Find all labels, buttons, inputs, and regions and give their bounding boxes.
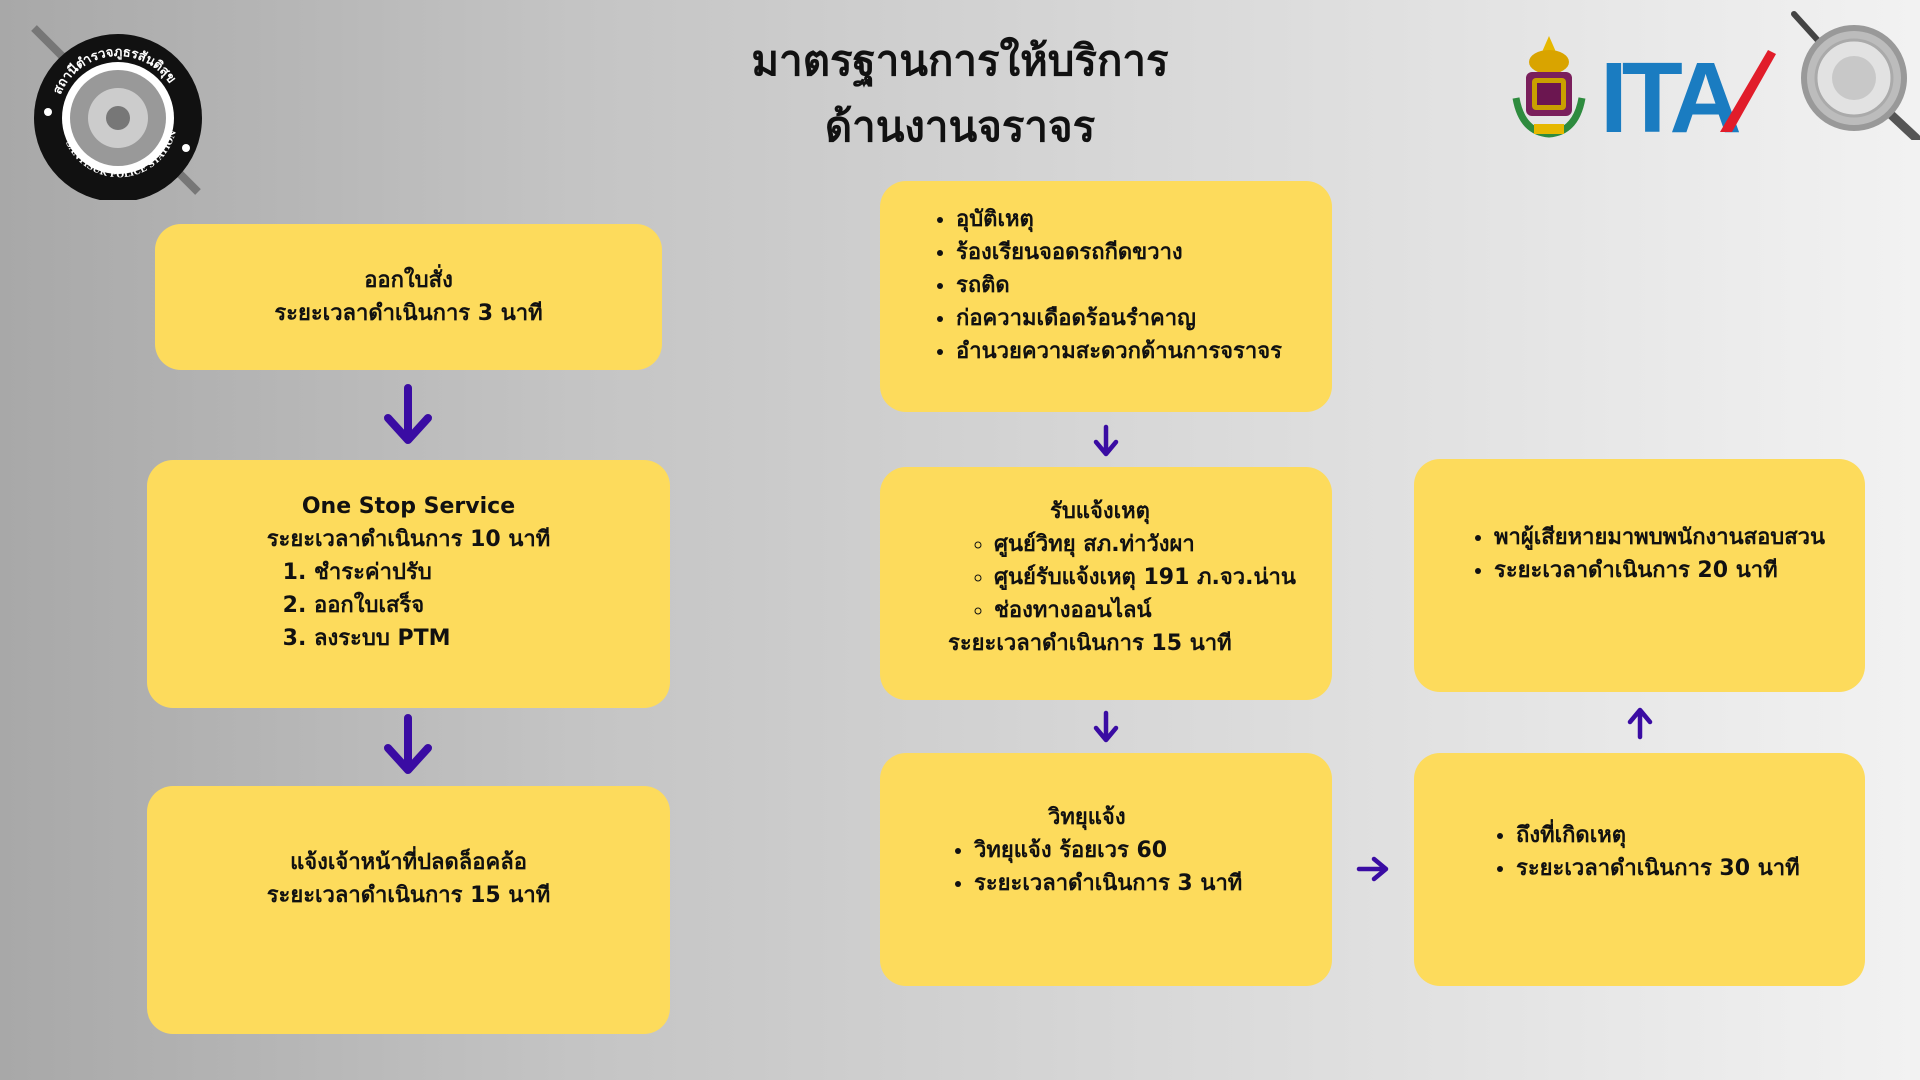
receive-report-box: รับแจ้งเหตุ ศูนย์วิทยุ สภ.ท่าวังผา ศูนย์… bbox=[880, 467, 1332, 700]
list-item: ระยะเวลาดำเนินการ 30 นาที bbox=[1516, 852, 1865, 885]
list-item: ออกใบเสร็จ bbox=[314, 589, 670, 622]
unlock-wheel-duration: ระยะเวลาดำเนินการ 15 นาที bbox=[266, 883, 551, 908]
list-item: ระยะเวลาดำเนินการ 20 นาที bbox=[1494, 554, 1865, 587]
issue-ticket-duration: ระยะเวลาดำเนินการ 3 นาที bbox=[274, 301, 543, 326]
one-stop-service-title: One Stop Service bbox=[301, 494, 516, 519]
police-station-seal-logo: สถานีตำรวจภูธรสันติสุข SANTISUK POLICE S… bbox=[26, 20, 206, 202]
down-arrow-icon bbox=[382, 714, 434, 782]
list-item: ชำระค่าปรับ bbox=[314, 556, 670, 589]
title-line-2: ด้านงานจราจร bbox=[824, 102, 1096, 151]
one-stop-service-box: One Stop Service ระยะเวลาดำเนินการ 10 นา… bbox=[147, 460, 670, 708]
report-channels-list: ศูนย์วิทยุ สภ.ท่าวังผา ศูนย์รับแจ้งเหตุ … bbox=[970, 528, 1332, 627]
issue-ticket-box: ออกใบสั่ง ระยะเวลาดำเนินการ 3 นาที bbox=[155, 224, 662, 370]
list-item: พาผู้เสียหายมาพบพนักงานสอบสวน bbox=[1494, 521, 1865, 554]
down-arrow-icon bbox=[1092, 424, 1120, 462]
list-item: ลงระบบ PTM bbox=[314, 622, 670, 655]
ita-logo: ITA bbox=[1600, 40, 1790, 154]
receive-report-duration: ระยะเวลาดำเนินการ 15 นาที bbox=[948, 631, 1232, 656]
list-item: ช่องทางออนไลน์ bbox=[994, 594, 1332, 627]
page-title: มาตรฐานการให้บริการ ด้านงานจราจร bbox=[600, 28, 1320, 160]
ita-logo-text: ITA bbox=[1600, 42, 1739, 140]
list-item: ถึงที่เกิดเหตุ bbox=[1516, 819, 1865, 852]
one-stop-service-duration: ระยะเวลาดำเนินการ 10 นาที bbox=[266, 527, 551, 552]
down-arrow-icon bbox=[1092, 710, 1120, 748]
right-arrow-icon bbox=[1356, 854, 1390, 888]
issue-ticket-label: ออกใบสั่ง bbox=[364, 268, 453, 293]
list-item: ศูนย์วิทยุ สภ.ท่าวังผา bbox=[994, 528, 1332, 561]
arrive-scene-box: ถึงที่เกิดเหตุ ระยะเวลาดำเนินการ 30 นาที bbox=[1414, 753, 1865, 986]
list-item: รถติด bbox=[956, 269, 1332, 302]
radio-notify-list: วิทยุแจ้ง ร้อยเวร 60 ระยะเวลาดำเนินการ 3… bbox=[950, 834, 1332, 900]
investigator-box: พาผู้เสียหายมาพบพนักงานสอบสวน ระยะเวลาดำ… bbox=[1414, 459, 1865, 692]
list-item: ศูนย์รับแจ้งเหตุ 191 ภ.จว.น่าน bbox=[994, 561, 1332, 594]
radio-notify-box: วิทยุแจ้ง วิทยุแจ้ง ร้อยเวร 60 ระยะเวลาด… bbox=[880, 753, 1332, 986]
list-item: อุบัติเหตุ bbox=[956, 203, 1332, 236]
one-stop-service-list: ชำระค่าปรับ ออกใบเสร็จ ลงระบบ PTM bbox=[274, 556, 670, 655]
list-item: ระยะเวลาดำเนินการ 3 นาที bbox=[974, 867, 1332, 900]
unlock-wheel-box: แจ้งเจ้าหน้าที่ปลดล็อคล้อ ระยะเวลาดำเนิน… bbox=[147, 786, 670, 1034]
title-line-1: มาตรฐานการให้บริการ bbox=[751, 36, 1169, 85]
list-item: วิทยุแจ้ง ร้อยเวร 60 bbox=[974, 834, 1332, 867]
down-arrow-icon bbox=[382, 384, 434, 452]
list-item: อำนวยความสะดวกด้านการจราจร bbox=[956, 335, 1332, 368]
royal-emblem-logo bbox=[1512, 32, 1586, 140]
arrive-scene-list: ถึงที่เกิดเหตุ ระยะเวลาดำเนินการ 30 นาที bbox=[1492, 819, 1865, 885]
case-types-list: อุบัติเหตุ ร้องเรียนจอดรถกีดขวาง รถติด ก… bbox=[932, 203, 1332, 368]
magnifier-seal-icon bbox=[1790, 10, 1920, 143]
list-item: ร้องเรียนจอดรถกีดขวาง bbox=[956, 236, 1332, 269]
investigator-list: พาผู้เสียหายมาพบพนักงานสอบสวน ระยะเวลาดำ… bbox=[1470, 521, 1865, 587]
list-item: ก่อความเดือดร้อนรำคาญ bbox=[956, 302, 1332, 335]
up-arrow-icon bbox=[1626, 706, 1654, 744]
radio-notify-title: วิทยุแจ้ง bbox=[1048, 805, 1126, 830]
case-types-box: อุบัติเหตุ ร้องเรียนจอดรถกีดขวาง รถติด ก… bbox=[880, 181, 1332, 412]
unlock-wheel-label: แจ้งเจ้าหน้าที่ปลดล็อคล้อ bbox=[290, 850, 527, 875]
receive-report-title: รับแจ้งเหตุ bbox=[1050, 499, 1150, 524]
